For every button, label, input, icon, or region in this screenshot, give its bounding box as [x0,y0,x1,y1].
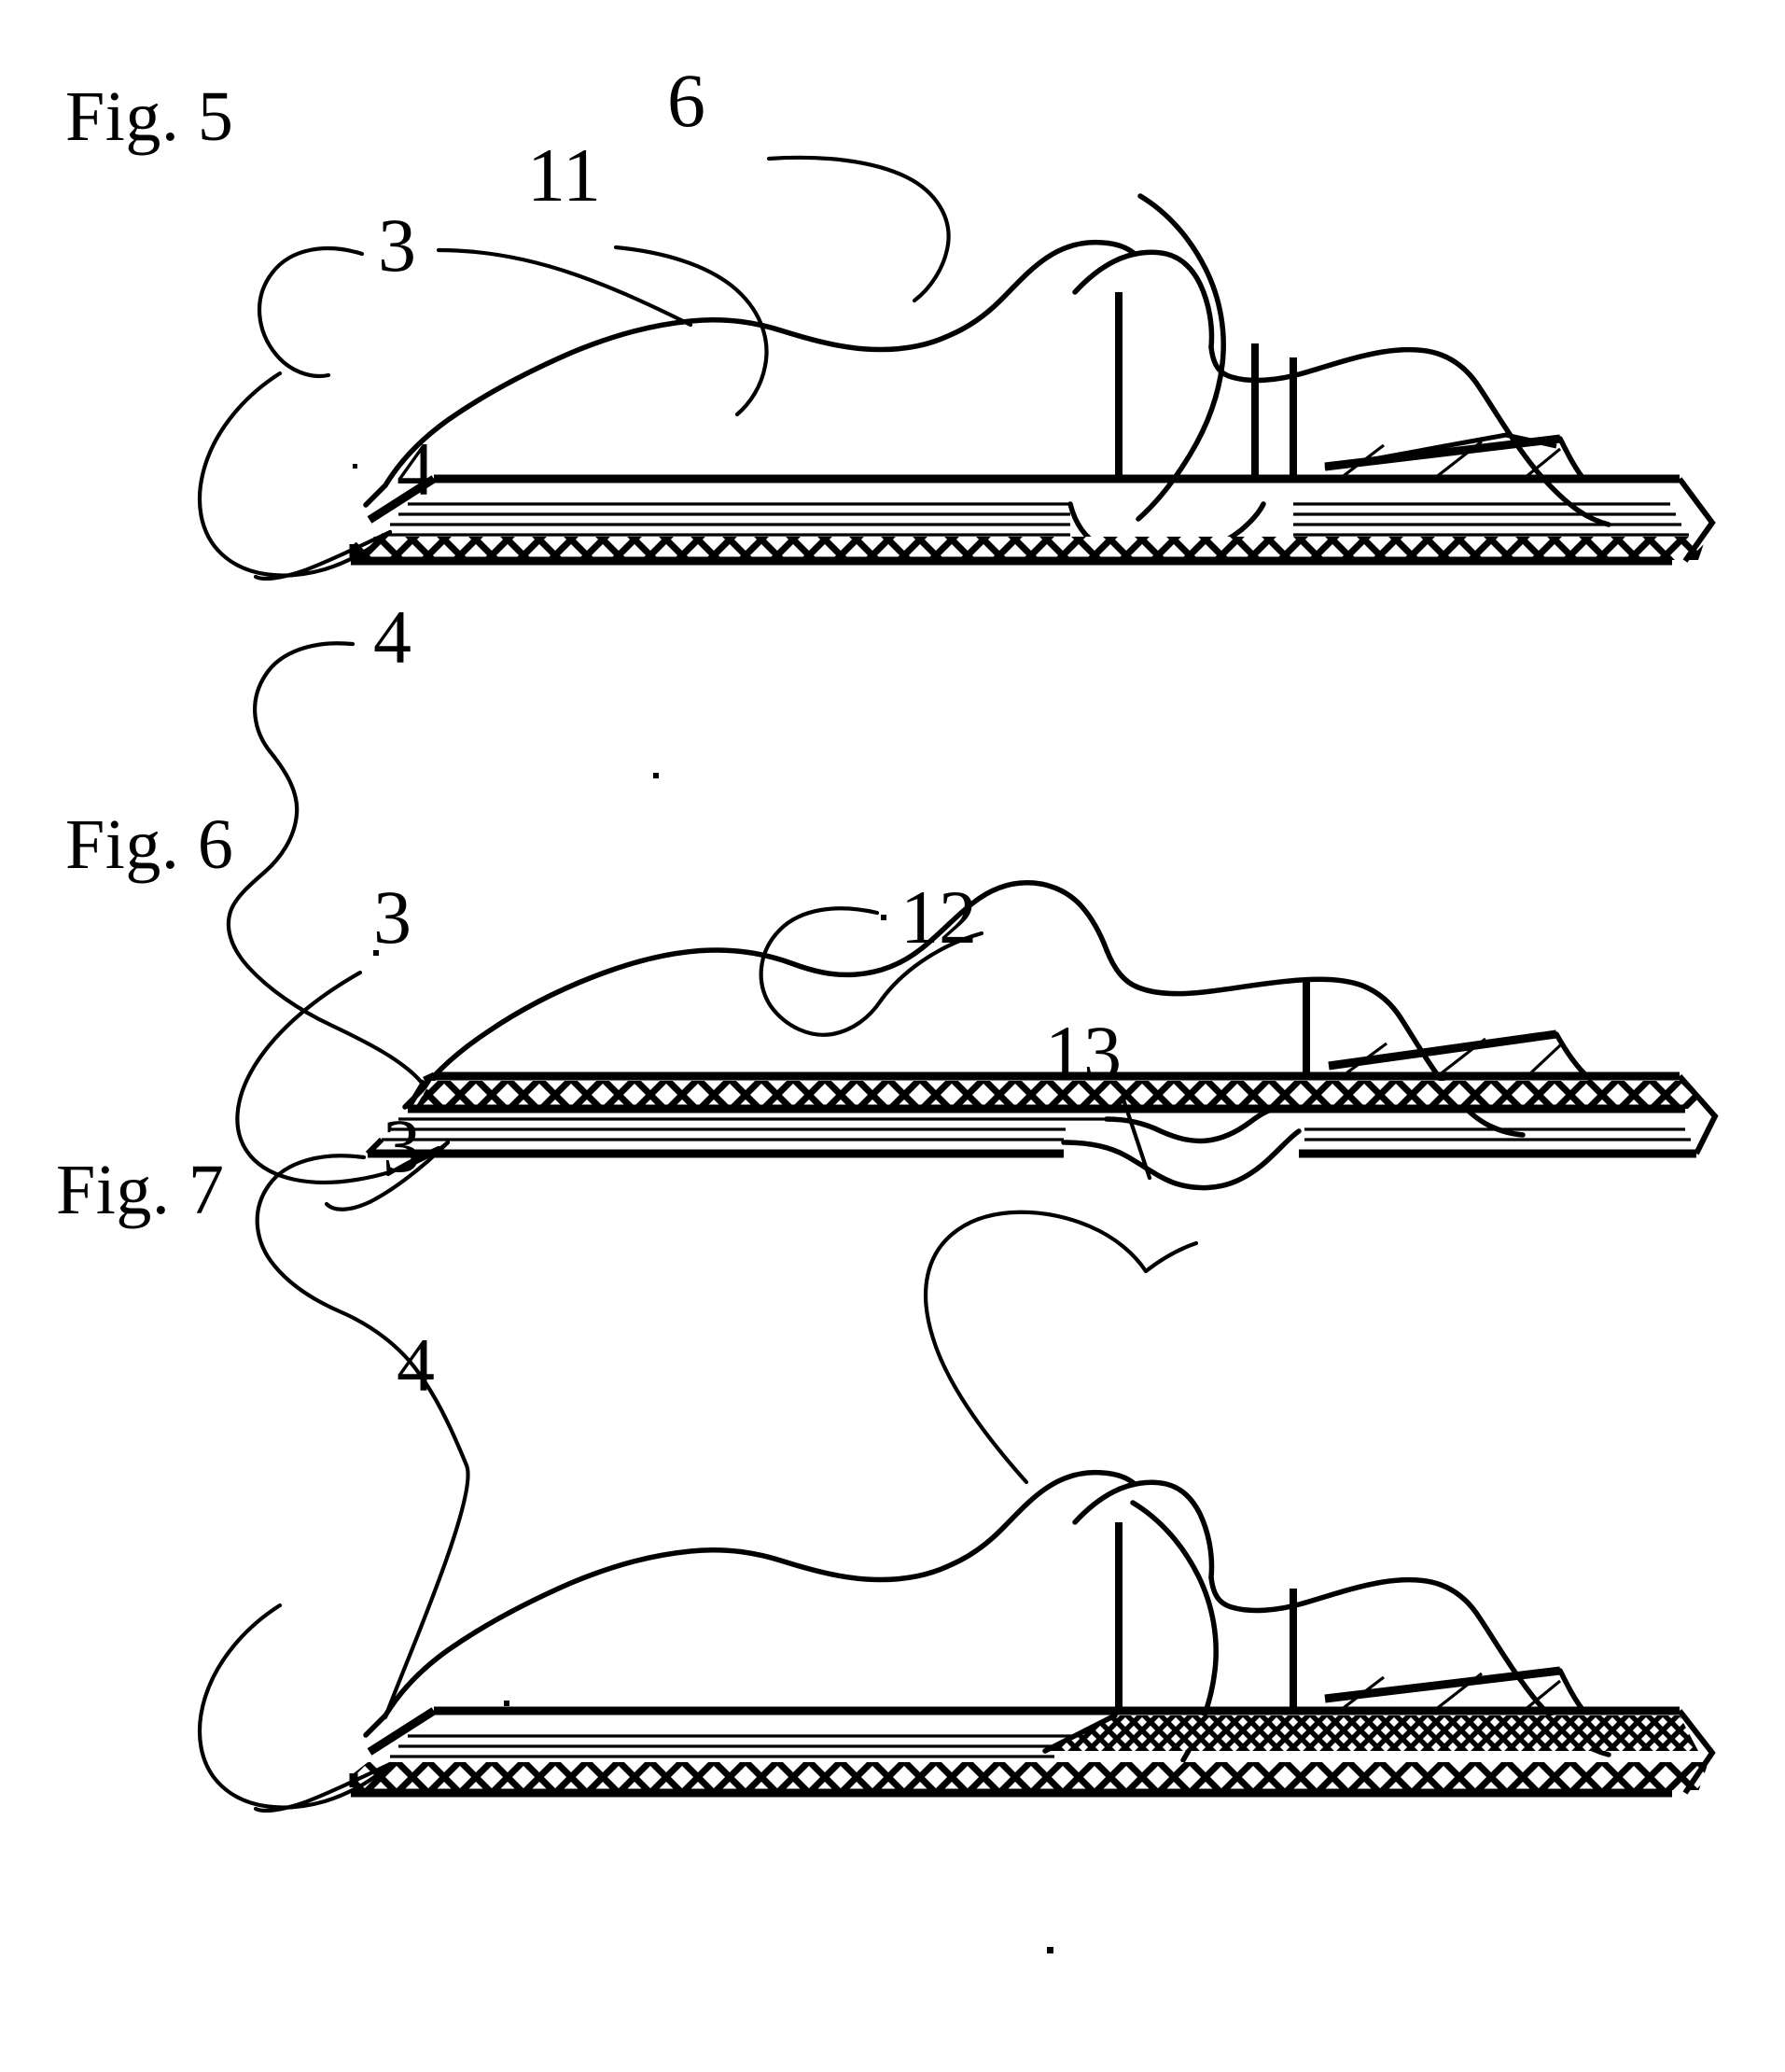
figure-6-ref-12: 12 [900,875,977,959]
figure-6-dot-12 [881,915,886,920]
figure-7-dot-a [504,1701,509,1706]
figure-6-dot-3 [373,950,379,956]
figure-5-laminate-lines-left [382,502,1070,537]
figure-7-ref-13: 13 [1045,1010,1122,1095]
figure-5-laminate-slab [349,474,1716,566]
figure-7-divider-bars [1115,1522,1297,1710]
figure-5-ref-4: 4 [397,427,435,511]
figure-6-crosshatch-band [408,1081,1715,1109]
figure-5-hatched-wedge [1324,432,1587,483]
figure-7-callouts: 13 3 4 [197,1010,1199,1813]
figure-6: Fig. 6 [65,595,1719,1211]
figure-6-laminate-lines-right [1304,1127,1691,1141]
figure-6-callouts: 4 3 12 [226,595,1152,1211]
figure-5-caption: Fig. 5 [65,77,233,156]
figure-7: Fig. 7 [56,1010,1716,1813]
figure-5-body-outline [363,193,1611,527]
figure-6-laminate-lines-left [382,1117,1107,1141]
figure-7-caption: Fig. 7 [56,1151,224,1229]
figure-5-ref-11: 11 [527,133,601,217]
figure-5-stray-dot [353,464,357,469]
figure-5-crosshatch-band [354,537,1712,560]
figure-7-laminate-slab [349,1706,1716,1798]
figure-7-stipple-region-13 [1042,1713,1698,1754]
figure-7-ref-4: 4 [397,1323,435,1407]
figure-5-callouts: 3 11 6 4 [197,58,951,581]
figure-5-ref-6: 6 [667,58,705,143]
figure-6-ref-4: 4 [373,595,411,679]
sheet-speck-a [653,773,659,778]
figure-5: Fig. 5 [65,58,1716,581]
sheet-speck-b [1047,1947,1053,1953]
figure-5-laminate-lines-right [1293,502,1689,537]
figure-5-divider-bars [1115,292,1297,478]
figure-6-ref-3: 3 [373,875,411,959]
figure-6-laminate-slab [365,1071,1719,1191]
figure-7-crosshatch-band [354,1762,1712,1790]
figure-5-ref-3: 3 [378,203,416,287]
figure-6-caption: Fig. 6 [65,805,233,884]
